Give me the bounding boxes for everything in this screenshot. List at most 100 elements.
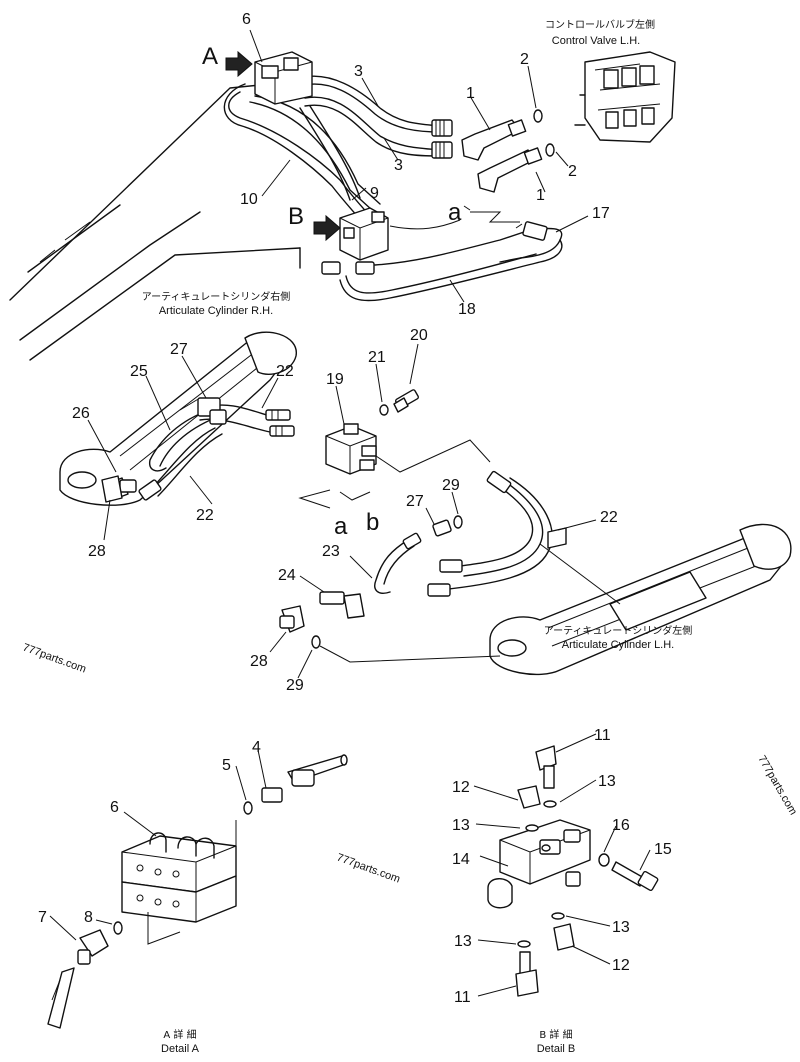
- hose-25: [149, 409, 216, 472]
- part-number-1: 1: [466, 85, 475, 102]
- part-number-10: 10: [240, 191, 258, 208]
- part-number-29: 29: [286, 677, 304, 694]
- leader-cyl-lh: [319, 543, 621, 663]
- part-number-16: 16: [612, 817, 630, 834]
- hose-23: [374, 532, 422, 594]
- watermark-1: 777parts.com: [21, 642, 88, 676]
- watermark-2: 777parts.com: [335, 852, 402, 886]
- elbow-28-lh: [279, 605, 305, 633]
- part-number-14: 14: [452, 851, 470, 868]
- part-number-15: 15: [654, 841, 672, 858]
- hose-17: [374, 221, 563, 266]
- part-number-27: 27: [170, 341, 188, 358]
- view-a-letter: A: [202, 43, 218, 70]
- part-number-9: 9: [370, 185, 379, 202]
- block-19: [325, 423, 377, 475]
- cylinder-lh: [489, 523, 792, 676]
- o-ring-29-mid: [453, 515, 463, 529]
- part-number-13: 13: [612, 919, 630, 936]
- view-b-letter: B: [288, 203, 304, 230]
- cylinder-lh-jp-label: アーティキュレートシリンダ左側: [544, 624, 693, 637]
- detail-a: [47, 754, 348, 1029]
- part-number-13: 13: [454, 933, 472, 950]
- part-number-26: 26: [72, 405, 90, 422]
- washer-21: [379, 404, 389, 416]
- elbow-28-rh: [101, 475, 123, 503]
- part-number-28: 28: [88, 543, 106, 560]
- o-ring-29-lh: [311, 635, 321, 649]
- detail-a-en-label: Detail A: [161, 1043, 200, 1055]
- part-number-24: 24: [278, 567, 296, 584]
- hose-18: [339, 239, 563, 302]
- cylinder-rh: [59, 331, 297, 506]
- hose-3-upper: [299, 75, 441, 133]
- cylinder-rh-en-label: Articulate Cylinder R.H.: [159, 305, 273, 317]
- hose-3-lower: [304, 96, 441, 157]
- part-number-group: 6 2 1 3 3 1 2 10 9 17 18 20 21 19 27 25 …: [38, 11, 672, 1006]
- part-number-12: 12: [612, 957, 630, 974]
- bolt-20: [393, 389, 419, 413]
- connection-ab-mid: [298, 439, 491, 509]
- part-number-17: 17: [592, 205, 610, 222]
- part-number-4: 4: [252, 739, 261, 756]
- part-number-6: 6: [110, 799, 119, 816]
- hose-3-fittings: [431, 119, 453, 159]
- detail-b-en-label: Detail B: [537, 1043, 576, 1055]
- part-number-13: 13: [598, 773, 616, 790]
- hose-22-lower: [138, 427, 223, 501]
- connector-27-mid: [432, 519, 452, 537]
- part-number-6: 6: [242, 11, 251, 28]
- part-number-23: 23: [322, 543, 340, 560]
- o-ring-2: [533, 109, 555, 157]
- leader-lines: [49, 29, 651, 997]
- part-number-19: 19: [326, 371, 344, 388]
- cylinder-lh-en-label: Articulate Cylinder L.H.: [562, 639, 675, 651]
- part-number-27: 27: [406, 493, 424, 510]
- block-b: [321, 207, 389, 275]
- connection-ab-top: [389, 205, 523, 230]
- elbow-24: [319, 591, 365, 619]
- part-number-2: 2: [568, 163, 577, 180]
- part-number-18: 18: [458, 301, 476, 318]
- detail-a-jp-label: A 詳 細: [163, 1028, 196, 1041]
- part-number-1: 1: [536, 187, 545, 204]
- cylinder-rh-jp-label: アーティキュレートシリンダ右側: [142, 290, 291, 303]
- frame-outline: [9, 81, 301, 361]
- view-a-arrow: [225, 50, 253, 78]
- part-number-2: 2: [520, 51, 529, 68]
- part-number-11: 11: [594, 727, 611, 744]
- control-valve-jp-label: コントロールバルブ左側: [545, 18, 655, 31]
- part-number-5: 5: [222, 757, 231, 774]
- view-b-arrow: [313, 214, 341, 242]
- part-number-21: 21: [368, 349, 386, 366]
- detail-b: [487, 745, 659, 997]
- block-6: [254, 51, 313, 105]
- hose-22-lh: [427, 470, 553, 597]
- elbow-1-upper: [461, 119, 527, 161]
- part-number-7: 7: [38, 909, 47, 926]
- part-number-20: 20: [410, 327, 428, 344]
- part-number-13: 13: [452, 817, 470, 834]
- conn-a-mid: a: [334, 513, 348, 540]
- watermark-3: 777parts.com: [755, 754, 799, 818]
- part-number-11: 11: [454, 989, 471, 1006]
- detail-b-jp-label: B 詳 細: [539, 1028, 572, 1041]
- part-number-29: 29: [442, 477, 460, 494]
- part-number-28: 28: [250, 653, 268, 670]
- conn-b-mid: b: [366, 509, 379, 536]
- tee-27-rh: [197, 397, 227, 425]
- part-number-8: 8: [84, 909, 93, 926]
- hose-9: [299, 105, 361, 201]
- control-valve-lh: [574, 51, 676, 143]
- part-number-3: 3: [354, 63, 363, 80]
- control-valve-en-label: Control Valve L.H.: [552, 35, 640, 47]
- part-number-12: 12: [452, 779, 470, 796]
- elbow-1-lower: [477, 147, 543, 193]
- part-number-22: 22: [276, 363, 294, 380]
- conn-a-top: a: [448, 199, 462, 226]
- part-number-3: 3: [394, 157, 403, 174]
- part-number-22: 22: [600, 509, 618, 526]
- part-number-25: 25: [130, 363, 148, 380]
